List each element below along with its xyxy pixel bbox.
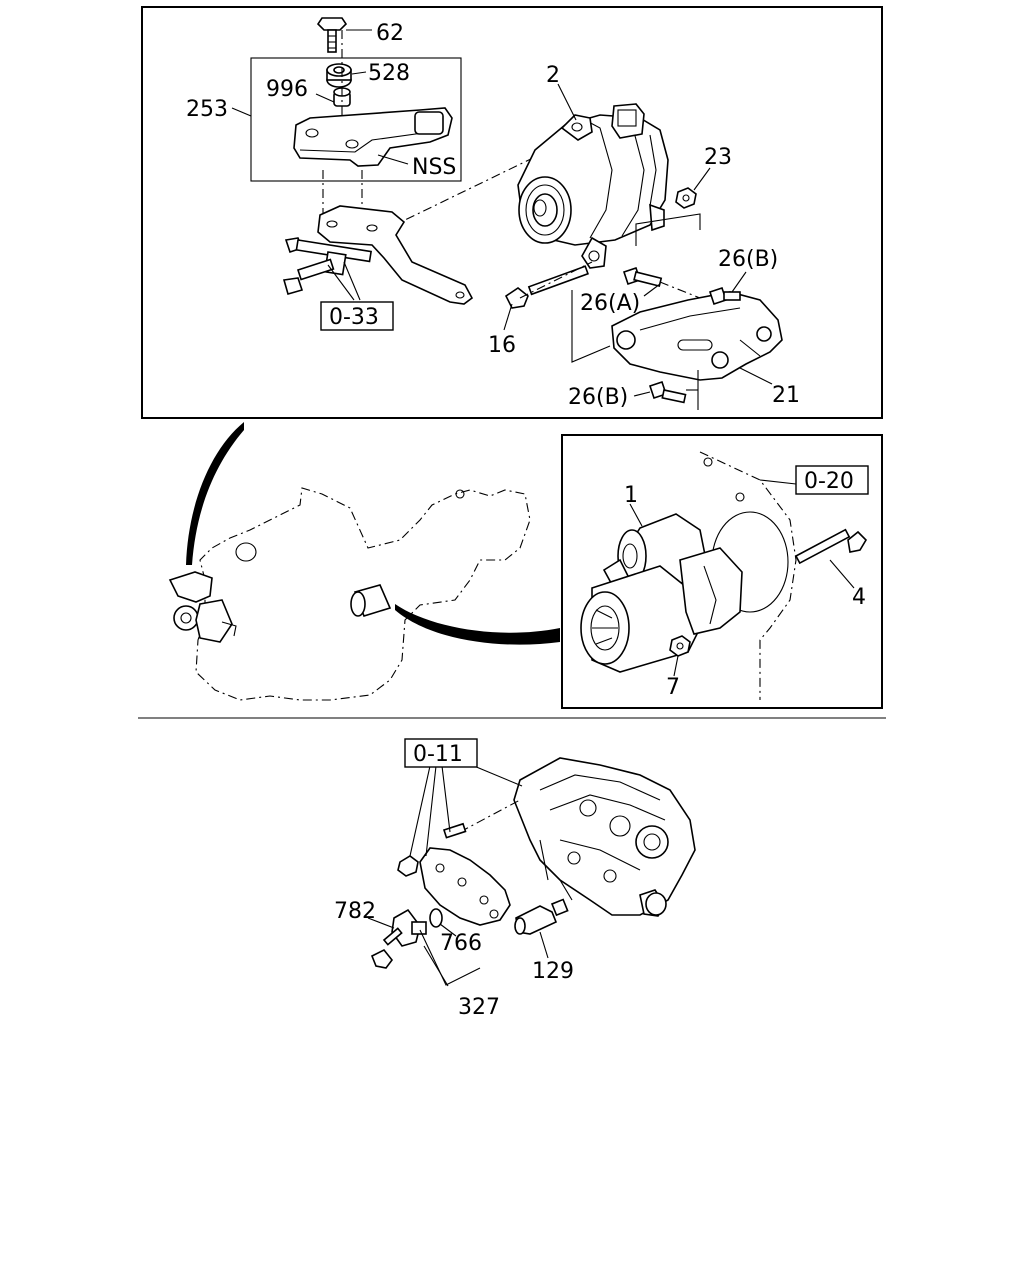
callout-782: 782 — [334, 899, 376, 924]
o-ring-766-shape — [429, 908, 443, 928]
callout-26a: 26(A) — [580, 291, 640, 316]
bracket-subassembly-box — [250, 57, 462, 182]
callout-528: 528 — [368, 61, 410, 86]
ref-box-011 — [404, 738, 478, 768]
callout-leaders — [231, 29, 855, 959]
callout-62: 62 — [376, 21, 404, 46]
ref-011: 0-11 — [413, 742, 463, 767]
cover-gasket-shape — [419, 847, 511, 926]
ref-020: 0-20 — [804, 469, 854, 494]
lower-bracket — [317, 205, 474, 305]
callout-766: 766 — [440, 931, 482, 956]
callout-2: 2 — [546, 63, 560, 88]
cylinder-block-shape — [513, 757, 696, 917]
callout-129: 129 — [532, 959, 574, 984]
sensor-section — [370, 757, 696, 987]
starter-panel — [561, 434, 883, 709]
callout-1: 1 — [624, 483, 638, 508]
bolt-62-shape — [316, 17, 348, 53]
starter-location-marker — [350, 584, 392, 617]
callout-26b-lower: 26(B) — [568, 385, 628, 410]
bolt-4-shape — [794, 528, 868, 565]
alternator-panel — [141, 6, 883, 419]
arc-to-alternator — [186, 422, 244, 565]
nut-shape — [397, 855, 419, 877]
nut-23-shape — [675, 187, 697, 209]
bolt-26b-upper-shape — [708, 286, 741, 306]
ref-box-033 — [320, 301, 394, 331]
mounting-bracket-21-shape — [611, 291, 783, 381]
bracket-bolt — [282, 258, 335, 295]
through-bolt-16-shape — [504, 265, 589, 309]
sensor-782-shape — [370, 908, 427, 969]
alternator-shape — [517, 103, 669, 269]
engine-overview — [168, 422, 560, 701]
starter-shape — [580, 513, 743, 673]
bolt-26a-shape — [622, 266, 663, 288]
callout-253: 253 — [186, 97, 228, 122]
ref-box-020 — [795, 465, 869, 495]
arc-to-starter — [395, 604, 560, 645]
callout-21: 21 — [772, 383, 800, 408]
callout-996: 996 — [266, 77, 308, 102]
nut-7-shape — [669, 635, 691, 657]
callout-labels: 62 528 996 253 2 NSS 23 26(B) 26(A) 16 0… — [186, 21, 866, 1020]
callout-23: 23 — [704, 145, 732, 170]
callout-nss: NSS — [412, 155, 456, 180]
callout-327: 327 — [458, 995, 500, 1020]
callout-7: 7 — [666, 675, 680, 700]
upper-bracket-plate — [293, 107, 453, 167]
stud-shape — [442, 822, 467, 839]
bolt-26b-lower-shape — [648, 380, 687, 404]
callout-4: 4 — [852, 585, 866, 610]
alternator-location-marker — [168, 571, 237, 643]
callout-26b-upper: 26(B) — [718, 247, 778, 272]
sensor-129-shape — [514, 898, 569, 935]
grommet-528-shape — [326, 63, 352, 88]
callout-16: 16 — [488, 333, 516, 358]
ref-033: 0-33 — [329, 305, 379, 330]
